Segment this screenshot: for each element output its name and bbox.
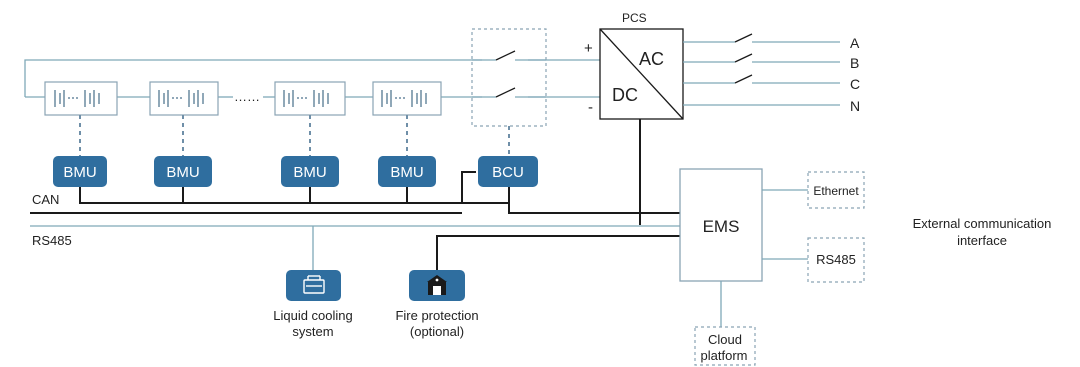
cloud-platform: Cloud platform xyxy=(694,326,756,366)
fire-label-line1: Fire protection xyxy=(395,308,478,323)
cooling-label-line1: Liquid cooling xyxy=(273,308,353,323)
battery-cells-icon xyxy=(158,90,204,107)
cooling-label-line2: system xyxy=(292,324,333,339)
phase-n-label: N xyxy=(850,98,860,114)
breaker-switch-icon xyxy=(472,50,546,98)
communication-buses: CAN RS485 xyxy=(30,119,680,270)
fire-protection-system: Fire protection (optional) xyxy=(395,270,479,339)
phase-a-label: A xyxy=(850,35,860,51)
external-interface-line1: External communication xyxy=(913,216,1052,231)
rs485-port-label: RS485 xyxy=(816,252,856,267)
rs485-port: RS485 xyxy=(807,237,865,283)
external-interface-line2: interface xyxy=(957,233,1007,248)
fire-label-line2: (optional) xyxy=(410,324,464,339)
battery-pack-3 xyxy=(274,81,346,116)
cloud-label-line1: Cloud xyxy=(708,332,742,347)
cloud-label-line2: platform xyxy=(701,348,748,363)
control-links xyxy=(79,115,510,156)
ems-label: EMS xyxy=(703,217,740,236)
battery-cells-icon xyxy=(381,90,427,107)
bmu-label: BMU xyxy=(293,164,326,181)
bmu-label: BMU xyxy=(390,164,423,181)
dc-minus-label: - xyxy=(588,99,593,116)
dc-plus-label: + xyxy=(584,40,593,57)
fire-protection-icon xyxy=(427,275,447,295)
liquid-cooling-system: Liquid cooling system xyxy=(273,270,353,339)
battery-pack-1 xyxy=(44,81,118,116)
bmu-node-1: BMU xyxy=(53,156,107,187)
pack-ellipsis: …… xyxy=(234,89,260,104)
battery-pack-4 xyxy=(372,81,442,116)
liquid-cooling-icon xyxy=(303,275,325,294)
bmu-node-3: BMU xyxy=(281,156,339,187)
bmu-node-2: BMU xyxy=(154,156,212,187)
pcs-converter: PCS AC DC + - xyxy=(584,11,684,120)
ems-controller: EMS xyxy=(679,168,808,327)
battery-pack-2 xyxy=(149,81,219,116)
rs485-bus-label: RS485 xyxy=(32,233,72,248)
battery-cells-icon xyxy=(54,90,100,107)
ethernet-port: Ethernet xyxy=(807,171,865,209)
pcs-dc-label: DC xyxy=(612,85,638,105)
dc-positive-rail xyxy=(24,59,600,97)
bcu-node: BCU xyxy=(478,156,538,187)
phase-b-label: B xyxy=(850,55,859,71)
bmu-label: BMU xyxy=(63,164,96,181)
ethernet-label: Ethernet xyxy=(813,184,859,198)
bmu-label: BMU xyxy=(166,164,199,181)
pcs-label: PCS xyxy=(622,11,647,25)
battery-cells-icon xyxy=(283,90,329,107)
bmu-node-4: BMU xyxy=(378,156,436,187)
can-bus-label: CAN xyxy=(32,192,59,207)
phase-c-label: C xyxy=(850,76,860,92)
ac-output: A B C N xyxy=(683,33,860,114)
bcu-label: BCU xyxy=(492,164,524,181)
dc-switch-box xyxy=(471,28,547,127)
can-bus xyxy=(79,187,509,204)
pcs-ac-label: AC xyxy=(639,49,664,69)
